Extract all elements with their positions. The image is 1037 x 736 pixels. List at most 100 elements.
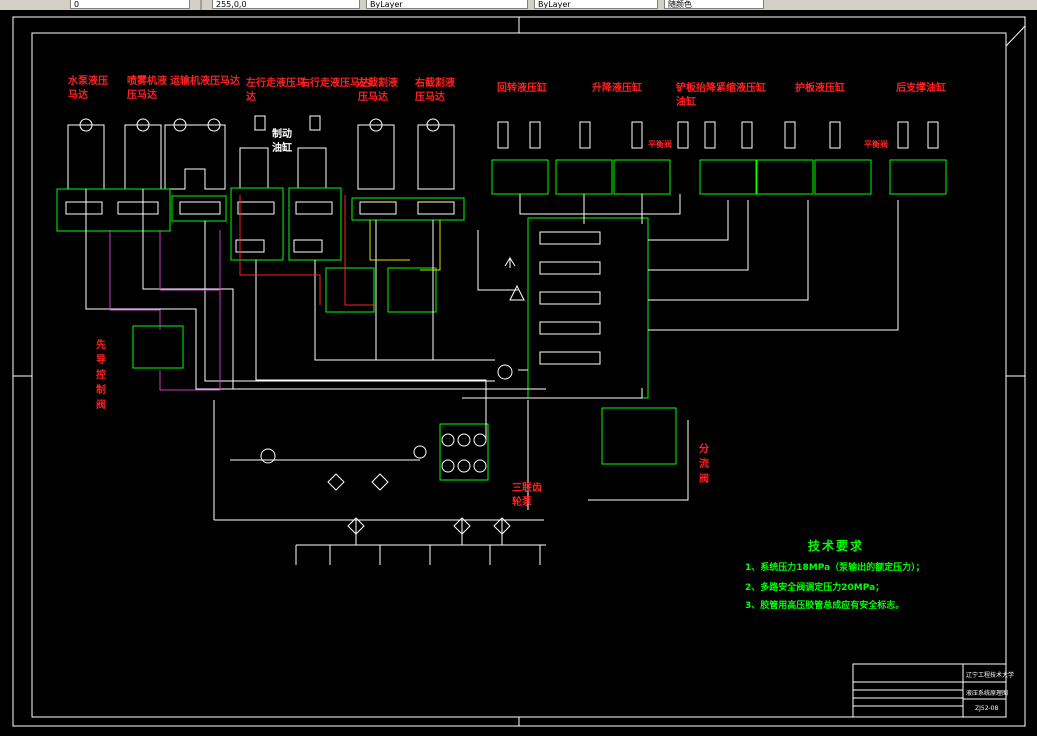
label-water-pump-motor: 水泵液压马达 [68,76,108,101]
label-right-cutting-motor: 右截割液压马达 [415,78,455,103]
requirement-item: 2、多路安全阀调定压力20MPa； [745,583,885,593]
valve-block-frame [230,187,284,261]
toolbar-separator [200,0,202,10]
spool-valve [295,201,333,215]
color-dropdown[interactable]: 255,0,0 [212,0,360,9]
label-conveyor-motor: 运输机液压马达 [170,76,240,87]
motor-symbol [413,445,427,459]
valve-block-frame [171,195,227,222]
cylinder [704,121,716,149]
corner-mark [1005,25,1026,47]
lineweight-dropdown[interactable]: ByLayer [534,0,658,9]
plotstyle-dropdown[interactable]: 随颜色 [664,0,764,9]
spool-valve [359,201,397,215]
spool-valve [539,261,601,275]
label-lifting-cylinder: 升降液压缸 [592,83,642,94]
spool-valve [417,201,455,215]
label-sprayer-motor: 喷雾机液压马达 [127,76,167,101]
motor-body [239,147,269,189]
pump-symbol [441,433,455,447]
motor-body [124,124,162,190]
linetype-dropdown[interactable]: ByLayer [366,0,528,9]
multiway-valve-frame [527,217,649,399]
hydraulic-motors [67,115,455,190]
linetype-value: ByLayer [370,0,403,9]
inner-frame [31,32,1007,718]
motor-body [164,124,226,190]
pump-frame [439,423,489,481]
requirement-item: 3、胶管用高压胶管总成应有安全标志。 [745,601,905,611]
motor-symbol [207,118,221,132]
valve-block-frame [756,159,814,195]
label-divider-valve: 分流阀 [699,444,709,485]
cylinder [497,121,509,149]
spool-valve [539,321,601,335]
outer-border [12,16,1026,727]
cylinder [897,121,909,149]
spool-valve [179,201,221,215]
motor-symbol [173,118,187,132]
spool-valve [539,231,601,245]
hydraulic-lines [85,189,899,565]
lineweight-value: ByLayer [538,0,571,9]
valve-block-frame [814,159,872,195]
label-left-travel-motor: 左行走液压马达 [246,78,306,103]
valve-block-frame [288,187,342,261]
label-right-travel-motor: 右行走液压马达 [300,78,370,89]
motor-symbol [136,118,150,132]
red-lines [239,195,375,306]
brake-cylinder [254,115,266,131]
spool-valve [65,201,103,215]
spool-valve [237,201,275,215]
motor-body [297,147,327,189]
yellow-lines [369,220,441,271]
motor-body [417,124,455,190]
drawing-canvas[interactable]: 水泵液压马达 喷雾机液压马达 运输机液压马达 左行走液压马达 右行走液压马达 制… [0,10,1037,736]
spool-valve [235,239,265,253]
cylinder [677,121,689,149]
layer-dropdown[interactable]: 0 [70,0,190,9]
label-slewing-cylinder: 回转液压缸 [497,83,547,94]
motor-symbol [426,118,440,132]
schematic-drawing [12,16,1026,727]
valve-block-frame [613,159,671,195]
pumps-and-filters [260,256,525,535]
title-block-drawing-number: ZJ52-08 [975,705,999,712]
motor-body [67,124,105,190]
label-triple-gear-pump: 三联齿轮泵 [512,483,542,508]
divider-valve-frame [601,407,677,465]
label-pilot-valve: 先导控制阀 [96,340,106,411]
filter-symbol [347,517,365,535]
pilot-valve-frame [132,325,184,369]
valve-block-frame [56,188,171,232]
cylinder [741,121,753,149]
pump-symbol [457,459,471,473]
valve-group-frames [56,159,947,481]
motor-body [357,124,395,190]
label-shovel-cylinder: 铲板抬降紧缩液压缸油缸 [676,83,766,108]
requirements-title: 技术要求 [808,539,865,553]
cylinder [529,121,541,149]
tee-symbol [504,256,516,268]
pump-symbol [260,448,276,464]
motor-symbol [79,118,93,132]
triangle-symbol [509,284,525,301]
valve-block-frame [699,159,757,195]
cylinder [631,121,643,149]
label-balance-valve: 平衡阀 [864,140,888,149]
label-balance-valve: 平衡阀 [648,140,672,149]
cylinder [829,121,841,149]
plotstyle-value: 随颜色 [668,0,692,9]
pilot-lines [109,230,221,391]
valve-block-frame [325,267,375,313]
color-value: 255,0,0 [216,0,247,9]
directional-valves [65,201,601,365]
cylinder [927,121,939,149]
brake-cylinder [309,115,321,131]
requirement-item: 1、系统压力18MPa（泵输出的额定压力）； [745,563,925,573]
spool-valve [539,291,601,305]
title-block-school: 辽宁工程技术大学 [966,672,1015,679]
label-brake-cylinder: 制动油缸 [272,129,292,154]
valve-block-frame [491,159,549,195]
spool-valve [293,239,323,253]
